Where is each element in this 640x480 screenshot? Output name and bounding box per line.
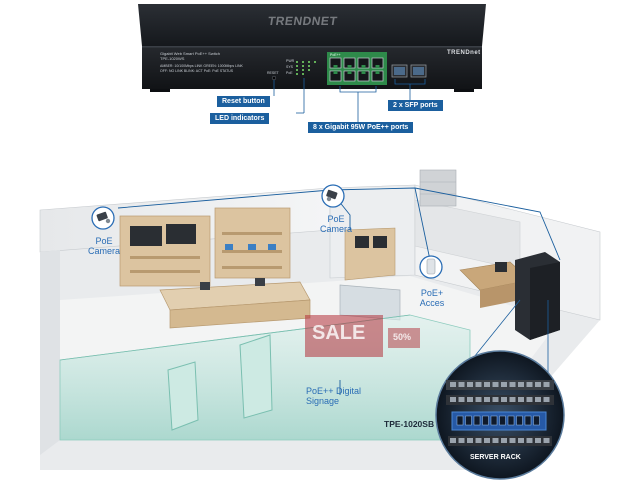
rack-patch-port bbox=[518, 438, 524, 443]
rack-patch-port bbox=[526, 382, 533, 387]
showcase-counter bbox=[339, 284, 401, 321]
ethernet-port-tab bbox=[375, 71, 380, 74]
display-screen bbox=[166, 224, 196, 244]
rack-patch-port bbox=[450, 438, 456, 443]
brand-logo-front: TRENDnet bbox=[447, 50, 481, 56]
switch-model-number: TPE-1020WS bbox=[160, 56, 185, 61]
label-poe-access: PoE+ Acces bbox=[419, 288, 445, 308]
led-label-pwr: PWR bbox=[286, 59, 295, 63]
access-point-icon bbox=[419, 255, 443, 279]
zoomed-switch-port bbox=[482, 415, 489, 426]
rack-patch-port bbox=[467, 397, 473, 402]
zoomed-switch-port bbox=[507, 415, 515, 426]
rack-patch-port bbox=[526, 438, 533, 443]
zoomed-switch-port bbox=[465, 415, 472, 426]
sale-percent-banner bbox=[388, 328, 420, 348]
switch-front-text-1: AMBER: 10/100Mbps LINK GREEN: 1000Mbps L… bbox=[160, 64, 243, 68]
ethernet-port-tab bbox=[361, 71, 366, 74]
rack-patch-port bbox=[492, 438, 499, 443]
rack-patch-port bbox=[458, 438, 465, 443]
zoomed-switch-port bbox=[473, 415, 481, 426]
callout-lines bbox=[273, 78, 426, 122]
rack-patch-port bbox=[467, 438, 473, 443]
rack-patch-port bbox=[518, 382, 524, 387]
rack-patch-port bbox=[518, 397, 524, 402]
callout-led-indicators: LED indicators bbox=[210, 113, 270, 124]
rack-patch-port bbox=[475, 438, 482, 443]
callout-sfp-ports: 2 x SFP ports bbox=[388, 100, 443, 111]
rack-patch-port bbox=[501, 382, 507, 387]
rack-patch-port bbox=[535, 438, 541, 443]
ethernet-port-tab bbox=[375, 65, 380, 68]
port-block-label: PoE++ bbox=[330, 53, 341, 57]
signage-wall-display bbox=[344, 227, 396, 281]
ethernet-port-tab bbox=[347, 71, 352, 74]
label-digital-signage: PoE++ Digital Signage bbox=[306, 386, 362, 406]
label-switch-callout: TPE-1020SB bbox=[384, 419, 435, 429]
ethernet-port-grid bbox=[329, 57, 384, 82]
label-server-rack: SERVER RACK bbox=[470, 454, 521, 461]
rack-patch-port bbox=[484, 382, 490, 387]
rack-patch-port bbox=[535, 382, 541, 387]
rack-patch-port bbox=[475, 382, 482, 387]
rack-patch-port bbox=[509, 397, 516, 402]
reset-label: RESET bbox=[267, 71, 279, 75]
rack-patch-port bbox=[458, 382, 465, 387]
ethernet-port-tab bbox=[361, 65, 366, 68]
rack-patch-port bbox=[475, 397, 482, 402]
rack-patch-port bbox=[509, 438, 516, 443]
camera-icon-center bbox=[321, 184, 345, 208]
storage-shelf bbox=[419, 169, 457, 207]
zoomed-switch-port bbox=[456, 415, 464, 426]
zoomed-switch-port bbox=[490, 415, 498, 426]
rack-patch-port bbox=[526, 397, 533, 402]
rack-patch-port bbox=[450, 397, 456, 402]
rack-patch-port bbox=[492, 382, 499, 387]
rack-patch-port bbox=[509, 382, 516, 387]
brand-logo-top: TRENDNET bbox=[267, 14, 339, 28]
ethernet-port-tab bbox=[347, 65, 352, 68]
rack-patch-port bbox=[543, 397, 550, 402]
rack-patch-port bbox=[467, 382, 473, 387]
zoomed-switch-port bbox=[524, 415, 532, 426]
reset-button[interactable] bbox=[271, 75, 277, 81]
rack-patch-port bbox=[501, 397, 507, 402]
rack-patch-port bbox=[484, 397, 490, 402]
zoomed-switch-port bbox=[533, 415, 540, 426]
switch-front-text-2: OFF: NO LINK BLINK: ACT PoE: PoE STATUS bbox=[160, 69, 234, 73]
ethernet-port-tab bbox=[333, 71, 338, 74]
rack-patch-port bbox=[543, 438, 550, 443]
label-poe-camera-center: PoE Camera bbox=[319, 214, 352, 234]
zoomed-switch-port bbox=[516, 415, 523, 426]
switch-model-text: Gigabit Web Smart PoE++ Switch bbox=[160, 51, 220, 56]
led-label-sys: SYS bbox=[286, 65, 294, 69]
sale-banner bbox=[305, 315, 383, 357]
callout-gigabit-ports: 8 x Gigabit 95W PoE++ ports bbox=[308, 122, 414, 133]
rack-patch-port bbox=[535, 397, 541, 402]
callout-reset-button: Reset button bbox=[217, 96, 270, 107]
rack-patch-port bbox=[501, 438, 507, 443]
label-poe-camera-left: PoE Camera bbox=[87, 236, 120, 256]
switch-top-panel bbox=[138, 4, 486, 46]
camera-icon-left bbox=[91, 206, 115, 230]
led-label-poe: PoE bbox=[286, 71, 293, 75]
rack-patch-port bbox=[492, 397, 499, 402]
rack-patch-port bbox=[484, 438, 490, 443]
rack-patch-port bbox=[543, 382, 550, 387]
zoomed-switch-port bbox=[499, 415, 506, 426]
rack-patch-port bbox=[450, 382, 456, 387]
ethernet-port-tab bbox=[333, 65, 338, 68]
sale-text: SALE bbox=[312, 322, 366, 344]
entrance-door-right bbox=[239, 334, 273, 419]
sale-percent: 50% bbox=[393, 332, 412, 342]
left-wall bbox=[40, 250, 60, 455]
rack-patch-port bbox=[458, 397, 465, 402]
entrance-door-left bbox=[167, 361, 199, 431]
display-screen bbox=[130, 226, 162, 246]
led-indicator-panel bbox=[296, 61, 316, 75]
